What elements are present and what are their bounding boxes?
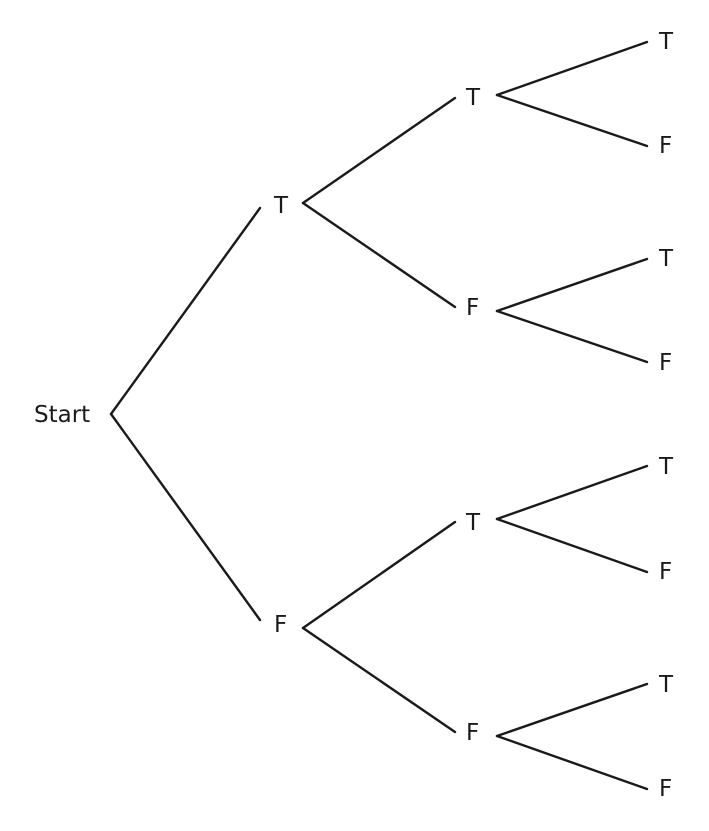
node-tft-label: T [658,246,674,272]
tree-edges [109,40,649,791]
node-ft-label: T [465,510,481,536]
edge-ff-f [495,734,649,791]
edge-f-f [301,626,457,734]
edge-t-f [301,201,457,309]
edge-tf-t [495,257,649,313]
node-t-label: T [273,193,289,219]
node-ftt-label: T [658,454,674,480]
edge-tt-f [495,93,649,148]
edge-start-f [109,412,262,622]
node-f-label: F [274,612,287,638]
node-ttf-label: F [659,133,672,159]
node-fff-label: F [659,776,672,802]
edge-tf-f [495,309,649,364]
edge-t-t [301,96,457,205]
node-tf-label: F [466,295,479,321]
node-start-label: Start [34,402,90,428]
node-ff-label: F [466,720,479,746]
edge-ff-t [495,682,649,738]
node-tff-label: F [659,350,672,376]
node-tt-label: T [465,85,481,111]
node-ftf-label: F [659,559,672,585]
edge-start-t [109,206,262,416]
node-fft-label: T [658,672,674,698]
tree-labels: Start T F T F T F T F T F T F T F [34,29,674,802]
node-ttt-label: T [658,29,674,55]
edge-tt-t [495,40,649,97]
edge-ft-t [495,464,649,521]
edge-ft-f [495,517,649,574]
edge-f-t [301,520,457,630]
